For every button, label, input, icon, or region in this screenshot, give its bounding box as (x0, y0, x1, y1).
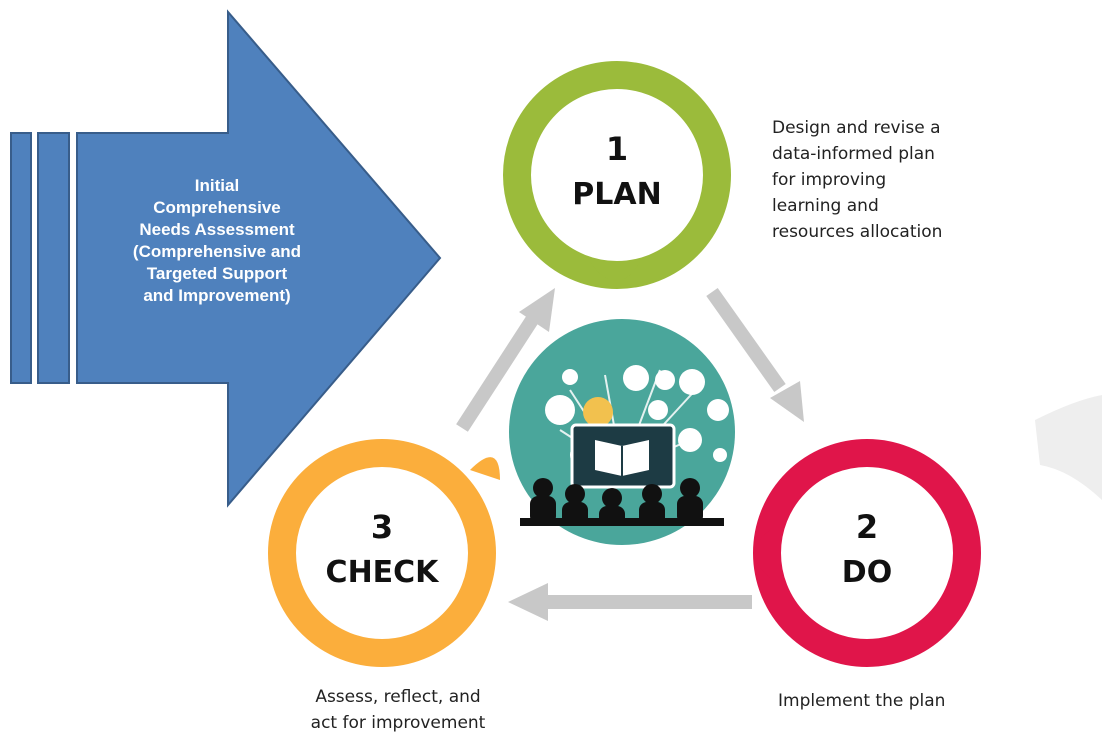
center-illustration (509, 319, 735, 545)
check-ring (268, 439, 500, 667)
arrow-stripe-2 (37, 132, 70, 384)
check-title: CHECK (325, 555, 439, 590)
do-number: 2 (855, 508, 879, 546)
arrow-text-line: Comprehensive (153, 198, 281, 217)
arrow-text-line: Initial (194, 176, 240, 195)
plan-ring (503, 61, 731, 289)
monitor-icon (623, 365, 649, 391)
atom-icon (545, 395, 575, 425)
plan-title: PLAN (572, 177, 662, 212)
plan-description-line: data-informed plan (772, 144, 935, 164)
decorative-background-shape (1035, 395, 1102, 500)
magnifier-icon (648, 400, 668, 420)
arrow-text-line: Needs Assessment (139, 220, 295, 239)
plan-description-line: learning and (772, 196, 879, 216)
do-description: Implement the plan (778, 688, 1018, 714)
check-description: Assess, reflect, and act for improvement (278, 684, 518, 736)
do-description-line: Implement the plan (778, 691, 946, 711)
cycle-arrows (456, 287, 804, 621)
plan-description-line: Design and revise a (772, 118, 941, 138)
flask-icon (583, 397, 613, 427)
check-description-line: act for improvement (310, 713, 486, 733)
arrow-body (76, 9, 442, 508)
do-ring (753, 439, 981, 667)
check-number: 3 (370, 508, 394, 546)
do-title: DO (841, 555, 893, 590)
plan-description-line: resources allocation (772, 222, 943, 242)
arrow-text-line: and Improvement) (143, 286, 291, 305)
gear-icon (678, 428, 702, 452)
arrow-stripe-1 (10, 132, 32, 384)
arrow-text-line: Targeted Support (146, 264, 288, 283)
arrow-check-to-plan (519, 288, 555, 332)
arrow-text-line: (Comprehensive and (132, 242, 302, 261)
check-description-line: Assess, reflect, and (315, 687, 481, 707)
needs-assessment-label: Initial Comprehensive Needs Assessment (… (92, 175, 342, 307)
plan-number: 1 (605, 130, 629, 168)
needs-assessment-arrow (10, 9, 442, 508)
plan-description-line: for improving (772, 170, 887, 190)
telescope-icon (679, 369, 705, 395)
arrow-do-to-check (508, 583, 548, 621)
laptop-icon (707, 399, 729, 421)
plan-description: Design and revise a data-informed plan f… (772, 115, 1012, 245)
students-silhouette-icon (520, 478, 724, 526)
tools-icon (655, 370, 675, 390)
arrow-plan-to-do (770, 381, 804, 422)
